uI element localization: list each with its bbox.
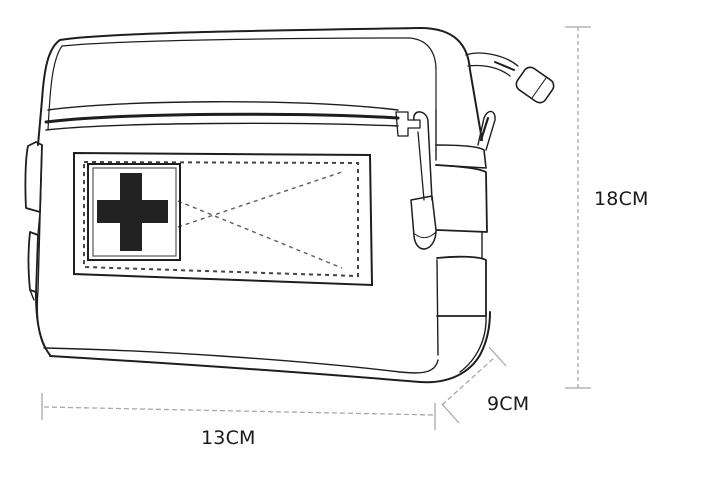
cord-lock-icon [515, 66, 555, 104]
pouch-top-inner [61, 37, 437, 111]
pouch-right-front-edge [435, 109, 439, 356]
height-dimension-line [565, 26, 591, 389]
right-strap-lower [436, 255, 487, 317]
pouch-left-edge [37, 39, 61, 146]
pouch-illustration [24, 27, 555, 384]
zipper-pull-icon [395, 111, 437, 250]
drawcord [465, 52, 519, 67]
zipper-line-1 [47, 101, 399, 111]
zipper-line-2 [44, 112, 400, 124]
pouch-bottom-inner [43, 347, 439, 374]
right-strap-upper [435, 144, 487, 169]
medical-cross-patch [87, 163, 181, 261]
width-dimension-line [41, 393, 436, 430]
medical-cross-icon [97, 173, 168, 251]
depth-label: 9CM [487, 393, 530, 415]
front-patch-panel [73, 151, 374, 287]
left-strap-lower [27, 231, 39, 293]
height-label: 18CM [594, 188, 649, 210]
pouch-top-outer [59, 27, 483, 141]
dimension-lines [41, 26, 591, 430]
depth-dimension-line [441, 346, 507, 424]
side-loop [477, 110, 496, 151]
pouch-bottom-outer [49, 311, 491, 384]
left-strap-upper [24, 141, 43, 213]
width-label: 13CM [201, 427, 256, 449]
zipper-line-3 [45, 122, 399, 131]
